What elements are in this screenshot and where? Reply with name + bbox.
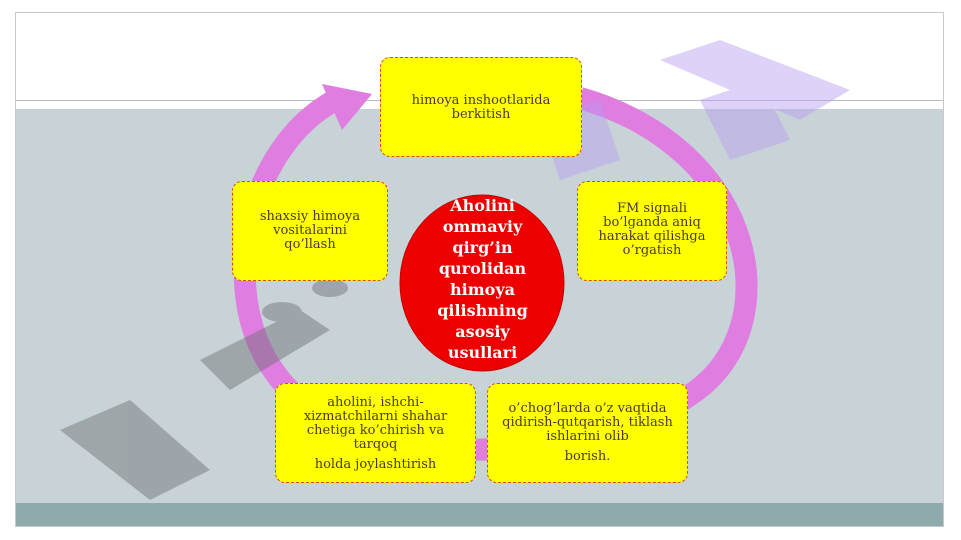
box-text: chetiga ko’chirish va [306, 423, 445, 438]
box-text: shaxsiy himoya [259, 209, 361, 224]
cycle-ring [576, 87, 758, 405]
method-box-personal-protection: shaxsiy himoya vositalarini qo’llash [232, 181, 388, 281]
center-title-line: asosiy [455, 322, 510, 341]
box-text: tarqoq [353, 437, 398, 452]
center-title: Aholini ommaviy qirg’in qurolidan himoya… [415, 195, 550, 363]
box-text: o’rgatish [622, 243, 682, 258]
box-text: vositalarini [273, 223, 347, 238]
center-title-line: usullari [447, 343, 518, 362]
footer-band [16, 503, 943, 526]
cycle-arrowhead [322, 84, 372, 130]
box-text: qo’llash [284, 237, 336, 252]
box-text: o’chog’larda o’z vaqtida [508, 401, 667, 416]
method-box-fm-signal: FM signali bo’lganda aniq harakat qilish… [577, 181, 727, 281]
box-text: himoya inshootlarida [411, 93, 551, 108]
box-text: holda joylashtirish [314, 457, 437, 472]
box-text: harakat qilishga [598, 229, 706, 244]
box-text: borish. [564, 449, 611, 464]
box-text: xizmatchilarni shahar [303, 409, 448, 424]
center-title-line: qilishning [437, 301, 528, 320]
box-text: berkitish [451, 107, 511, 122]
center-title-line: himoya [450, 280, 515, 299]
box-text: qidirish-qutqarish, tiklash [502, 415, 673, 430]
box-text: aholini, ishchi- [327, 395, 424, 410]
box-text: FM signali [616, 201, 688, 216]
center-title-line: ommaviy [442, 217, 523, 236]
center-oval [399, 194, 565, 372]
center-title-line: qirg’in [452, 238, 513, 257]
method-box-rescue: o’chog’larda o’z vaqtida qidirish-qutqar… [487, 383, 688, 483]
method-box-shelter: himoya inshootlarida berkitish [380, 57, 582, 157]
box-text: bo’lganda aniq [603, 215, 701, 230]
center-title-line: qurolidan [438, 259, 527, 278]
method-box-evacuation: aholini, ishchi- xizmatchilarni shahar c… [275, 383, 476, 483]
center-title-line: Aholini [450, 196, 515, 215]
box-text: ishlarini olib [546, 429, 629, 444]
